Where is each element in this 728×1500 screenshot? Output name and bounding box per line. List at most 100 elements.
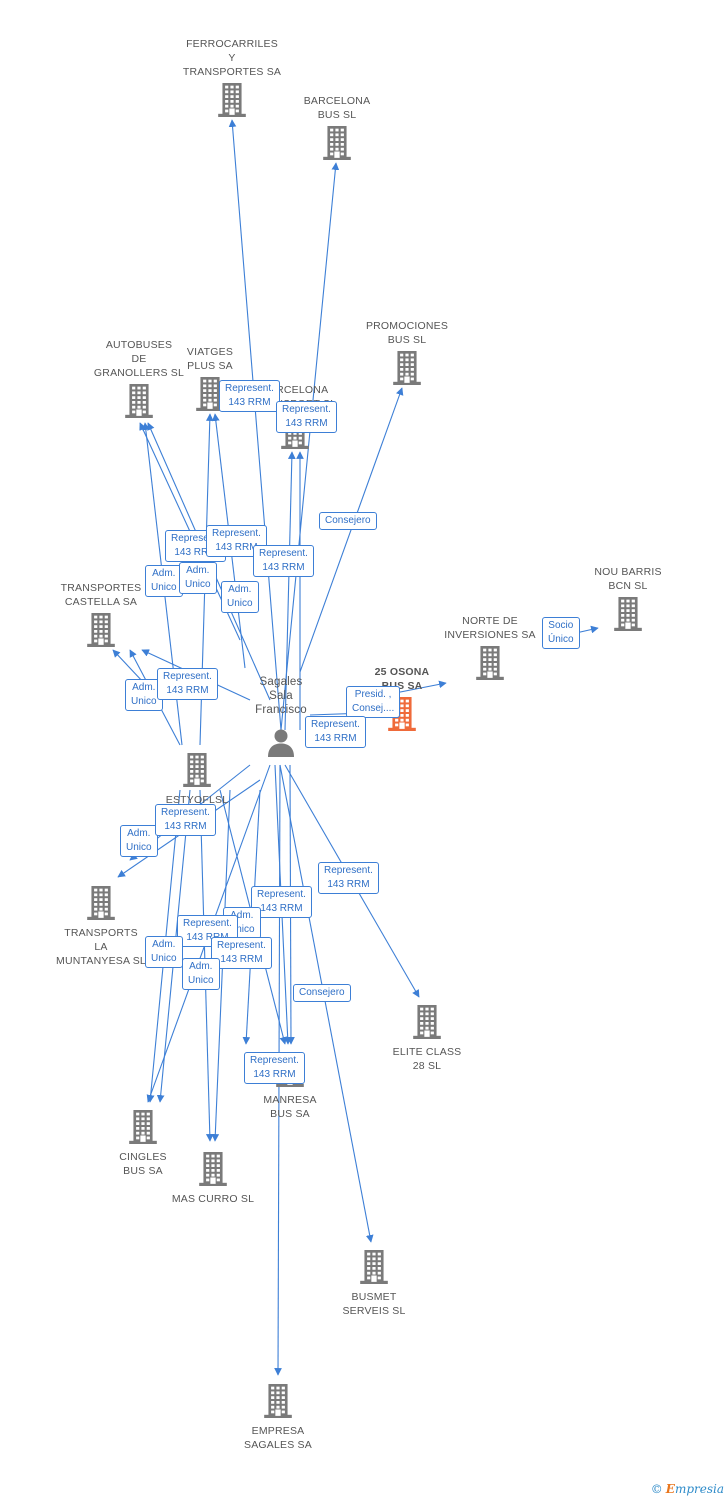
company-name-line: NOU BARRIS <box>594 566 662 578</box>
company-name-line: EMPRESA <box>251 1425 305 1437</box>
edge-label-text: 143 RRM <box>220 954 263 965</box>
edge-label-text: Presid. , <box>354 689 392 700</box>
building-icon <box>129 1110 157 1149</box>
company-name-line: NORTE DE <box>462 615 518 627</box>
edge-label-text: Unico <box>151 953 177 964</box>
company-name-line: BUS SA <box>123 1165 163 1177</box>
edge-label-tag[interactable]: Represent.143 RRM <box>251 886 312 918</box>
edge-label-text: Represent. <box>183 918 232 929</box>
edge-label-text: 143 RRM <box>260 903 303 914</box>
edge-label-tag[interactable]: Adm.Unico <box>182 958 220 990</box>
edge-label-text: Represent. <box>324 865 373 876</box>
edge-label-tag[interactable]: Represent.143 RRM <box>157 668 218 700</box>
company-node-transports-muntanyesa[interactable]: TRANSPORTS LA MUNTANYESA SL <box>36 886 166 968</box>
edge-label-tag[interactable]: Consejero <box>319 512 377 530</box>
edge-label-tag[interactable]: Represent. 143 RRM <box>244 1052 305 1084</box>
person-icon <box>268 729 294 757</box>
company-name: BARCELONA BUS SL <box>272 94 402 122</box>
building-icon <box>199 1152 227 1191</box>
company-name-line: CINGLES <box>119 1151 167 1163</box>
building-icon <box>183 753 211 792</box>
building-icon <box>360 1250 388 1289</box>
edge-label-tag[interactable]: Represent.143 RRM <box>276 401 337 433</box>
edge-label-text: Consejero <box>299 987 345 998</box>
company-node-mas-curro[interactable]: MAS CURRO SL <box>148 1152 278 1206</box>
edge-label-text: Represent. <box>225 383 274 394</box>
company-name-line: GRANOLLERS SL <box>93 367 185 379</box>
edge-label-tag[interactable]: Adm.Unico <box>145 936 183 968</box>
company-name-line: MUNTANYESA SL <box>56 955 146 967</box>
edge-label-text: Unico <box>131 696 157 707</box>
company-name-line: 28 SL <box>412 1060 442 1072</box>
company-node-estyofl[interactable]: ESTYOFLSL <box>132 753 262 807</box>
edge-label-text: Consejero <box>325 515 371 526</box>
company-name-line: INVERSIONES SA <box>444 629 536 641</box>
building-icon <box>476 646 504 685</box>
edge-label-text: 143 RRM <box>228 397 271 408</box>
edge-label-text: 143 RRM <box>314 733 357 744</box>
edge-label-text: Represent. <box>282 404 331 415</box>
building-icon <box>264 1384 292 1423</box>
company-name-line: SAGALES SA <box>244 1439 312 1451</box>
company-name-line: TRANSPORTES <box>60 582 142 594</box>
company-name-line: BUS SL <box>317 109 357 121</box>
edge-label-tag[interactable]: Presid. , Consej.... <box>346 686 401 718</box>
edge-label-tag[interactable]: Represent.143 RRM <box>305 716 366 748</box>
edge-label-tag[interactable]: Represent.143 RRM <box>155 804 216 836</box>
edge-label-text: Consej.... <box>352 703 395 714</box>
edge-label-text: Adm. <box>230 910 254 921</box>
edge-label-text: Socio <box>548 620 574 631</box>
edge-label-tag[interactable]: Represent.143 RRM <box>318 862 379 894</box>
company-node-cingles-bus[interactable]: CINGLES BUS SA <box>78 1110 208 1178</box>
credit[interactable]: ©Empresia <box>651 1482 724 1496</box>
company-node-empresa-sagales[interactable]: EMPRESA SAGALES SA <box>213 1384 343 1452</box>
edge-label-text: Represent. <box>161 807 210 818</box>
company-name: NORTE DE INVERSIONES SA <box>425 614 555 642</box>
company-name-line: MAS CURRO SL <box>171 1193 255 1205</box>
edge-label-text: 143 RRM <box>253 1069 296 1080</box>
edge-label-text: Represent. <box>163 671 212 682</box>
company-name-line: BARCELONA <box>303 95 371 107</box>
company-name-line: TRANSPORTS <box>64 927 138 939</box>
brand-name: mpresia <box>674 1482 724 1496</box>
edge-label-tag[interactable]: Consejero <box>293 984 351 1002</box>
edge-label-text: Represent. <box>250 1055 299 1066</box>
edge-label-tag[interactable]: Adm. Unico <box>125 679 163 711</box>
edge-label-text: Adm. <box>127 828 151 839</box>
edge-label-tag[interactable]: Represent.143 RRM <box>211 937 272 969</box>
company-name-line: LA <box>94 941 108 953</box>
company-name-line: CASTELLA SA <box>64 596 138 608</box>
edge-label-tag[interactable]: Adm.Unico <box>145 565 183 597</box>
brand-initial: E <box>665 1482 675 1496</box>
edge-label-tag[interactable]: Adm.Unico <box>221 581 259 613</box>
company-node-barcelona-bus[interactable]: BARCELONA BUS SL <box>272 94 402 160</box>
company-name: TRANSPORTES CASTELLA SA <box>36 581 166 609</box>
edge-label-tag[interactable]: Adm.Unico <box>120 825 158 857</box>
company-node-transportes-castella[interactable]: TRANSPORTES CASTELLA SA <box>36 581 166 647</box>
company-node-norte-inversiones[interactable]: NORTE DE INVERSIONES SA <box>425 614 555 680</box>
edge-label-tag[interactable]: Adm.Unico <box>179 562 217 594</box>
company-name-line: ESTYOFLSL <box>165 794 229 806</box>
edge-label-tag[interactable]: Represent. 143 RRM <box>219 380 280 412</box>
edge-label-text: Adm. <box>132 682 156 693</box>
building-icon <box>323 126 351 165</box>
building-icon <box>87 886 115 925</box>
edge-label-tag[interactable]: Represent.143 RRM <box>253 545 314 577</box>
company-name: EMPRESA SAGALES SA <box>213 1424 343 1452</box>
edge-label-text: Único <box>548 634 574 645</box>
edge-label-text: 143 RRM <box>186 932 229 943</box>
